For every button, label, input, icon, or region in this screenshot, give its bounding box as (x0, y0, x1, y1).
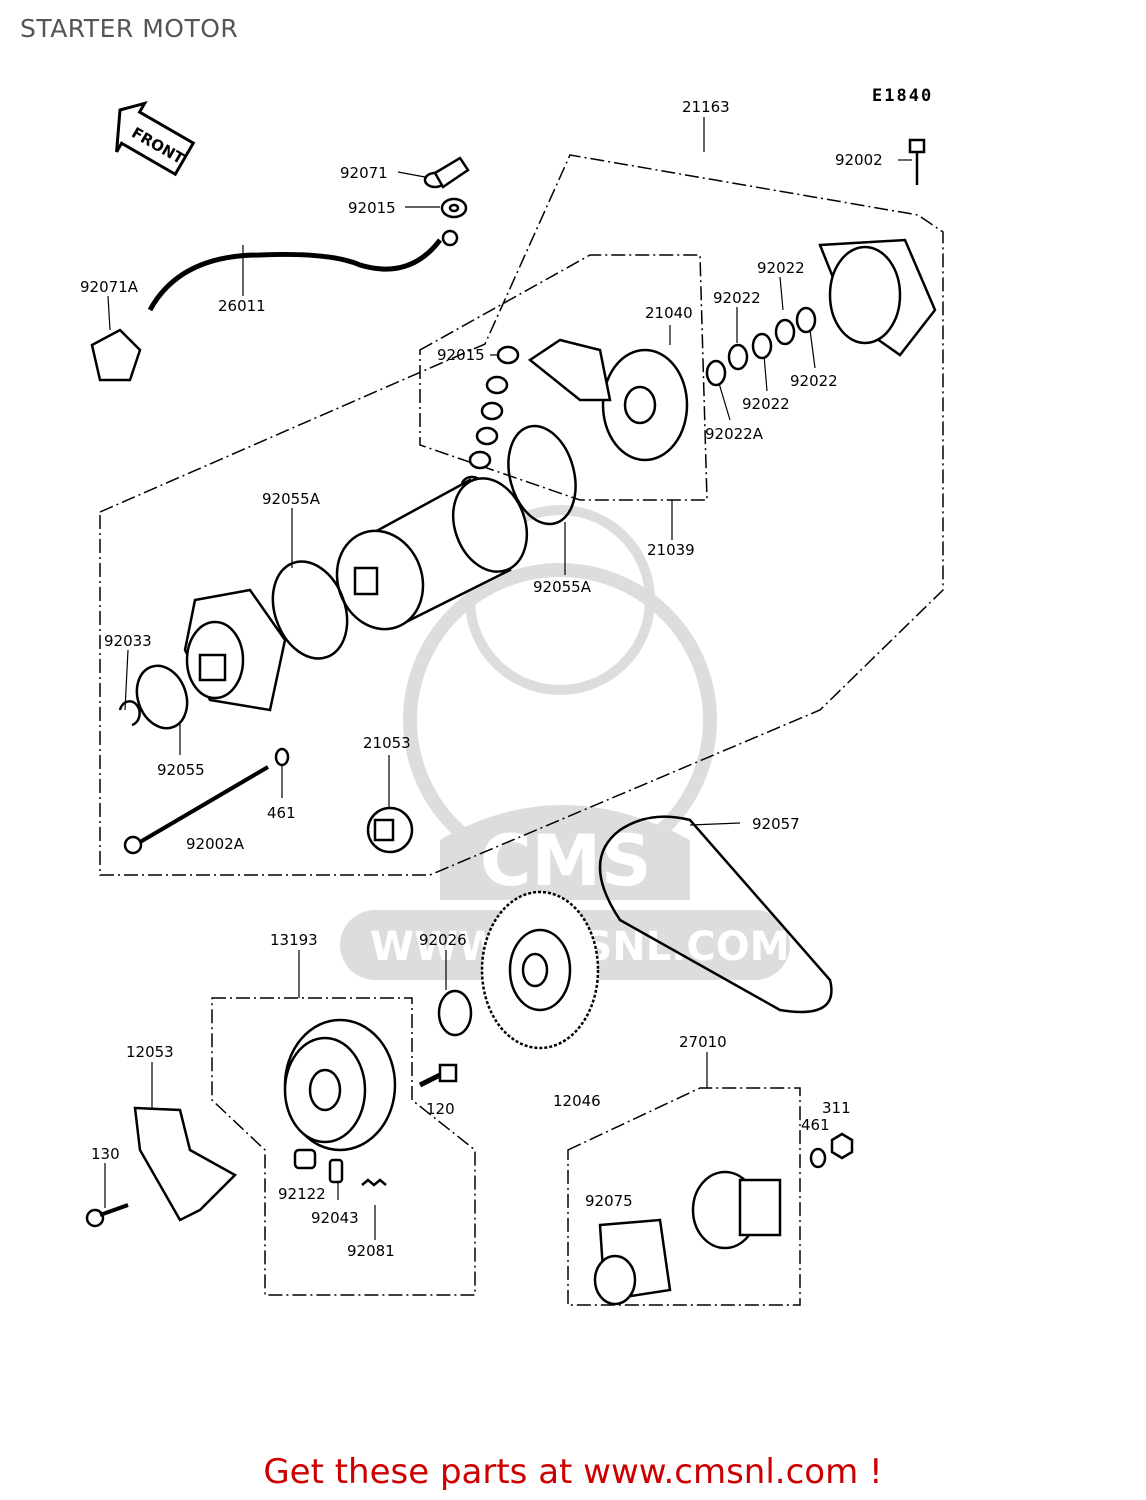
part-drawings (85, 138, 937, 1306)
label-92075: 92075 (585, 1192, 633, 1210)
page-title: STARTER MOTOR (20, 14, 239, 43)
label-92043: 92043 (311, 1209, 359, 1227)
label-92081: 92081 (347, 1242, 395, 1260)
label-92071A: 92071A (80, 278, 139, 296)
pin-92043-icon (328, 1158, 344, 1184)
washers-92022-icon (705, 306, 817, 387)
label-92022-c: 92022 (790, 372, 838, 390)
chain-92057-icon (598, 815, 833, 1014)
label-92022A: 92022A (705, 425, 764, 443)
label-21163: 21163 (682, 98, 730, 116)
motor-yoke-icon (335, 477, 529, 631)
nut-311-icon (830, 1132, 854, 1160)
label-13193: 13193 (270, 931, 318, 949)
label-12046: 12046 (553, 1092, 601, 1110)
label-92055A-top: 92055A (262, 490, 321, 508)
label-92057: 92057 (752, 815, 800, 833)
label-92002A: 92002A (186, 835, 245, 853)
label-21039: 21039 (647, 541, 695, 559)
bracket-12053-icon (133, 1106, 238, 1222)
label-461-top: 461 (267, 804, 296, 822)
label-92022-d: 92022 (742, 395, 790, 413)
circlip-92033-icon (118, 700, 141, 727)
brush-holder-icon (527, 338, 689, 462)
rear-cover-icon (818, 238, 937, 357)
label-21040: 21040 (645, 304, 693, 322)
part-labels: 21163 92002 92071 92015 92071A 26011 920… (80, 98, 883, 1260)
label-27010: 27010 (679, 1033, 727, 1051)
o-ring-92055A-right-icon (507, 424, 577, 526)
bolt-92002-icon (908, 138, 926, 185)
footer-link[interactable]: Get these parts at www.cmsnl.com ! (263, 1452, 883, 1492)
spring-92081-icon (361, 1178, 387, 1187)
o-ring-92055A-left-icon (271, 560, 349, 660)
long-bolt-92002A-icon (123, 765, 270, 855)
nut-92015-icon (440, 197, 468, 219)
label-461-bottom: 461 (801, 1116, 830, 1134)
bolt-120-icon (418, 1063, 458, 1088)
label-92022-b: 92022 (713, 289, 761, 307)
cable-terminal-icon (441, 229, 459, 247)
cap-92071-icon (423, 156, 470, 189)
bolt-130-icon (85, 1203, 129, 1228)
gear-21053-icon (366, 806, 414, 854)
label-92015-top: 92015 (348, 199, 396, 217)
front-arrow: FRONT (115, 101, 196, 177)
label-92022-a: 92022 (757, 259, 805, 277)
label-120: 120 (426, 1100, 455, 1118)
watermark-logo: CMS WWW.CMSNL.COM (340, 505, 790, 980)
label-12053: 12053 (126, 1043, 174, 1061)
washer-461-icon (274, 747, 290, 767)
sprocket-12046-icon (480, 890, 600, 1050)
label-92015-mid: 92015 (437, 346, 485, 364)
label-130: 130 (91, 1145, 120, 1163)
watermark-logo-text: CMS (480, 820, 651, 902)
cable-26011-icon (147, 238, 442, 312)
label-92055: 92055 (157, 761, 205, 779)
o-ring-92055-icon (135, 664, 189, 730)
label-92071: 92071 (340, 164, 388, 182)
label-21053: 21053 (363, 734, 411, 752)
label-311: 311 (822, 1099, 851, 1117)
roller-92122-icon (293, 1148, 317, 1170)
assembly-frame-21163 (99, 154, 944, 1306)
rubber-92075-icon (593, 1218, 672, 1306)
rubber-cap-92071A-icon (90, 328, 142, 382)
label-92033: 92033 (104, 632, 152, 650)
diagram-code: E1840 (872, 86, 934, 106)
label-92122: 92122 (278, 1185, 326, 1203)
label-26011: 26011 (218, 297, 266, 315)
label-92055A-bottom: 92055A (533, 578, 592, 596)
leader-lines (104, 117, 912, 1240)
washer-92026-icon (437, 989, 473, 1037)
washer-461b-icon (809, 1147, 827, 1169)
relay-27010-icon (691, 1170, 782, 1250)
label-92026: 92026 (419, 931, 467, 949)
label-92002: 92002 (835, 151, 883, 169)
front-cover-icon (183, 588, 287, 712)
starter-clutch-13193-icon (283, 1018, 397, 1152)
